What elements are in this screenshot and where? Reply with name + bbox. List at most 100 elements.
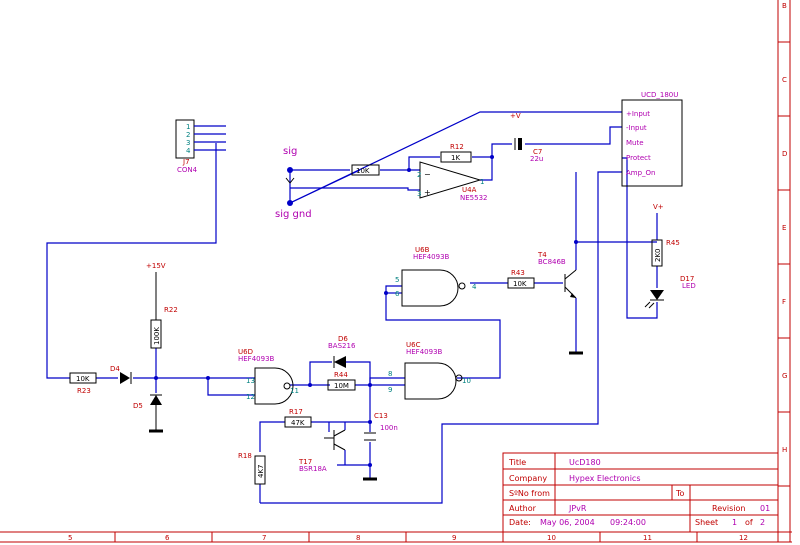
r44-ref: R44	[334, 371, 348, 379]
j7-value: CON4	[177, 166, 198, 174]
wire-u6c-ina	[369, 377, 405, 385]
u4a-ref: U4A	[462, 186, 477, 194]
u6d-ref: U6D	[238, 348, 253, 356]
r23-value: 10K	[76, 375, 90, 383]
wire-r18-r17	[259, 421, 285, 452]
row-label-b: B	[782, 2, 787, 10]
c7-value: 22u	[530, 155, 543, 163]
gate-u6c: 8 9 10 U6C HEF4093B	[388, 341, 471, 400]
module-pin-amp-on: Amp_On	[626, 169, 656, 177]
led-d17: D17 LED	[644, 275, 696, 309]
c13-value: 100n	[380, 424, 398, 432]
gate-u6b: 5 6 4 U6B HEF4093B	[395, 246, 477, 307]
u4a-plus-sign: +	[424, 188, 431, 197]
r22-ref: R22	[164, 306, 178, 314]
col-label-10: 10	[547, 534, 556, 542]
row-label-c: C	[782, 76, 787, 84]
u6c-pin-a: 8	[388, 370, 392, 378]
gate-u6d: 13 12 11 U6D HEF4093B	[238, 348, 299, 405]
u6b-pin-a: 5	[395, 276, 399, 284]
net-sig-gnd: sig gnd	[275, 209, 312, 220]
row-label-d: D	[782, 150, 787, 158]
u4a-minus-sign: −	[424, 170, 431, 179]
d17-value: LED	[682, 282, 696, 290]
j7-pin-1: 1	[186, 123, 190, 131]
sno-from-label: SºNo from	[509, 489, 550, 498]
sheet-number: 1	[732, 518, 737, 527]
r44-value: 10M	[334, 382, 349, 390]
wire-c7-left	[491, 143, 512, 157]
wire-d6-left	[309, 361, 332, 385]
wire-diag-2	[289, 111, 622, 204]
capacitor-c7: C7 22u +V	[510, 112, 543, 163]
resistor-r45: 2K0 R45 V+	[651, 203, 680, 267]
sheet-label: Sheet	[695, 518, 718, 527]
diode-d6: D6 BAS216	[328, 335, 356, 368]
module-pin-mute: Mute	[626, 139, 644, 147]
u4a-pin-2: 2	[417, 171, 421, 179]
r43-value: 10K	[513, 280, 527, 288]
wire-u6d-inb	[207, 378, 255, 396]
resistor-r43: 10K R43	[507, 269, 535, 289]
revision-value: 01	[760, 504, 770, 513]
module-ucd180u: UCD_180U +Input -Input Mute Protect Amp_…	[621, 91, 683, 187]
r45-value: 2K0	[654, 249, 662, 263]
col-label-9: 9	[452, 534, 456, 542]
company-value: Hypex Electronics	[569, 474, 641, 483]
r12-ref: R12	[450, 143, 464, 151]
diode-d4: D4	[110, 365, 132, 384]
capacitor-c13: C13 100n	[363, 412, 398, 481]
col-label-7: 7	[262, 534, 266, 542]
j7-ref: J7	[182, 158, 190, 166]
col-label-5: 5	[68, 534, 72, 542]
row-label-h: H	[782, 446, 787, 454]
col-label-12: 12	[739, 534, 748, 542]
author-label: Author	[509, 504, 537, 513]
u6c-pin-b: 9	[388, 386, 392, 394]
resistor-rin: 10K	[351, 164, 380, 176]
rin-value: 10K	[356, 167, 370, 175]
u6d-pin-a: 13	[246, 377, 255, 385]
u6d-pin-out: 11	[290, 387, 299, 395]
wire-ampon-return	[260, 171, 622, 504]
title-value: UcD180	[569, 458, 601, 467]
transistor-t17: T17 BSR18A	[298, 422, 346, 473]
row-label-e: E	[782, 224, 786, 232]
net-vplus2: +V	[510, 112, 521, 120]
junction-dots	[154, 155, 578, 467]
wire-d17-protect	[622, 157, 658, 319]
t17-ref: T17	[298, 458, 312, 466]
wire-opamp-plus	[290, 187, 420, 191]
of-label: of	[745, 518, 753, 527]
wire-r12-right	[472, 156, 493, 181]
c13-ref: C13	[374, 412, 388, 420]
module-pin-protect: Protect	[626, 154, 651, 162]
d6-ref: D6	[338, 335, 348, 343]
revision-label: Revision	[712, 504, 745, 513]
resistor-r44: 10M R44	[327, 371, 356, 391]
t17-value: BSR18A	[299, 465, 327, 473]
j7-pin-2: 2	[186, 131, 190, 139]
r17-value: 47K	[291, 419, 305, 427]
net-vplus: V+	[653, 203, 664, 211]
c7-ref: C7	[533, 148, 542, 156]
module-pin-input-plus: +Input	[626, 110, 650, 118]
u4a-pin-1: 1	[480, 178, 484, 186]
u6d-value: HEF4093B	[238, 355, 275, 363]
r45-ref: R45	[666, 239, 680, 247]
u6b-value: HEF4093B	[413, 253, 450, 261]
u6b-pin-out: 4	[472, 283, 477, 291]
u6c-value: HEF4093B	[406, 348, 443, 356]
diode-d5: D5	[133, 394, 163, 433]
author-value: JPvR	[568, 504, 587, 513]
resistor-r18: 4K7 R18	[238, 452, 266, 485]
row-label-g: G	[782, 372, 787, 380]
r18-ref: R18	[238, 452, 252, 460]
title-label: Title	[508, 458, 526, 467]
transistor-t4: T4 BC846B	[537, 251, 583, 355]
wire-j7-r23	[46, 143, 217, 379]
connector-j7: 1 2 3 4 J7 CON4	[175, 119, 226, 174]
date-label: Date:	[509, 518, 531, 527]
